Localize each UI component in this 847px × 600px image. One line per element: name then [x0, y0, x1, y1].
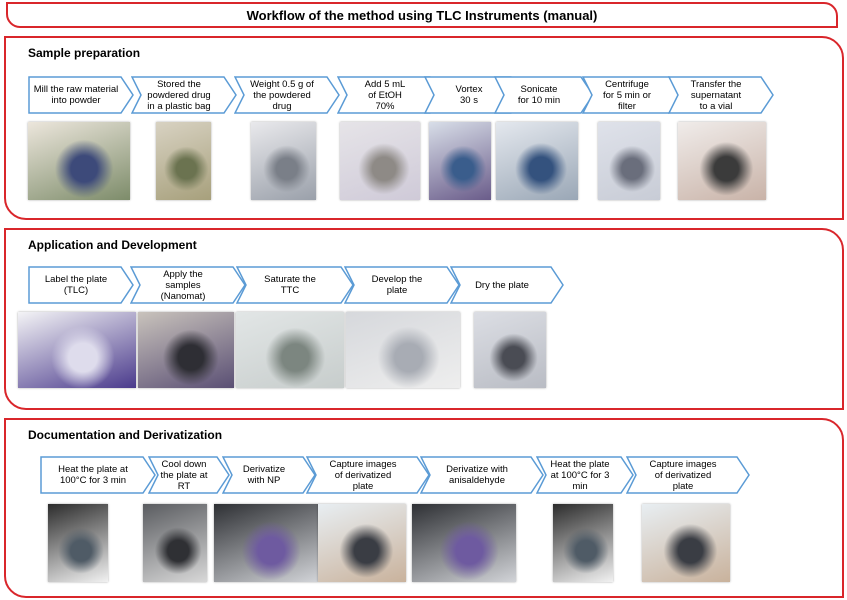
page-title: Workflow of the method using TLC Instrum… — [6, 2, 838, 28]
step-label: Heat the plate at 100°C for 3 min — [550, 458, 610, 492]
workflow-step: Label the plate (TLC) — [28, 266, 134, 304]
photo-label-plate — [18, 312, 136, 388]
section-sample-preparation: Sample preparation — [4, 36, 844, 220]
step-label: Heat the plate at 100°C for 3 min — [58, 464, 128, 486]
photo-heat-plate-1 — [48, 504, 108, 582]
photo-nanomat — [138, 312, 234, 388]
step-label: Vortex 30 s — [455, 84, 483, 106]
workflow-step: Capture images of derivatized plate — [626, 456, 750, 494]
step-label: Develop the plate — [371, 274, 423, 296]
step-label: Saturate the TTC — [264, 274, 316, 296]
workflow-step: Dry the plate — [450, 266, 564, 304]
photo-centrifuge — [598, 122, 660, 200]
step-label: Centrifuge for 5 min or filter — [602, 78, 652, 112]
workflow-step: Transfer the supernatant to a vial — [668, 76, 774, 114]
section-title: Documentation and Derivatization — [28, 428, 223, 442]
step-label: Derivatize with NP — [242, 464, 286, 486]
workflow-step: Add 5 mL of EtOH 70% — [337, 76, 443, 114]
step-label: Add 5 mL of EtOH 70% — [364, 78, 406, 112]
step-label: Apply the samples (Nanomat) — [160, 268, 206, 302]
photo-vial — [678, 122, 766, 200]
photo-balance — [251, 122, 316, 200]
workflow-step: Derivatize with NP — [222, 456, 316, 494]
workflow-step: Saturate the TTC — [236, 266, 354, 304]
step-label: Mill the raw material into powder — [33, 84, 119, 106]
photo-sonicator — [496, 122, 578, 200]
step-label: Capture images of derivatized plate — [329, 458, 397, 492]
photo-develop — [346, 312, 460, 388]
step-label: Transfer the supernatant to a vial — [690, 78, 742, 112]
photo-capture-1 — [318, 504, 406, 582]
photo-vortex — [429, 122, 491, 200]
workflow-step: Heat the plate at 100°C for 3 min — [536, 456, 634, 494]
step-label: Capture images of derivatized plate — [649, 458, 717, 492]
photo-derivatize-np — [214, 504, 318, 582]
step-label: Stored the powdered drug in a plastic ba… — [147, 78, 211, 112]
section-title: Application and Development — [28, 238, 197, 252]
photo-derivatize-anis — [412, 504, 516, 582]
section-documentation-derivatization: Documentation and Derivatization — [4, 418, 844, 598]
section-title: Sample preparation — [28, 46, 141, 60]
step-label: Dry the plate — [475, 279, 529, 291]
section-application-development: Application and Development — [4, 228, 844, 410]
photo-ethanol-tubes — [340, 122, 420, 200]
workflow-step: Apply the samples (Nanomat) — [130, 266, 246, 304]
workflow-step: Centrifuge for 5 min or filter — [582, 76, 682, 114]
step-label: Sonicate for 10 min — [517, 84, 561, 106]
workflow-step: Mill the raw material into powder — [28, 76, 134, 114]
photo-plastic-bag — [156, 122, 211, 200]
workflow-step: Cool down the plate at RT — [148, 456, 230, 494]
workflow-step: Sonicate for 10 min — [494, 76, 594, 114]
workflow-step: Stored the powdered drug in a plastic ba… — [131, 76, 237, 114]
workflow-step: Capture images of derivatized plate — [306, 456, 430, 494]
photo-milling — [28, 122, 130, 200]
step-label: Label the plate (TLC) — [44, 274, 108, 296]
step-label: Weight 0.5 g of the powdered drug — [250, 78, 314, 112]
photo-ttc — [236, 312, 344, 388]
workflow-step: Develop the plate — [344, 266, 460, 304]
workflow-step: Derivatize with anisaldehyde — [420, 456, 544, 494]
photo-dry — [474, 312, 546, 388]
step-label: Cool down the plate at RT — [160, 458, 208, 492]
workflow-step: Heat the plate at 100°C for 3 min — [40, 456, 156, 494]
step-label: Derivatize with anisaldehyde — [446, 464, 508, 486]
photo-heat-plate-2 — [553, 504, 613, 582]
photo-capture-2 — [642, 504, 730, 582]
workflow-step: Weight 0.5 g of the powdered drug — [234, 76, 340, 114]
photo-cool-plate — [143, 504, 207, 582]
